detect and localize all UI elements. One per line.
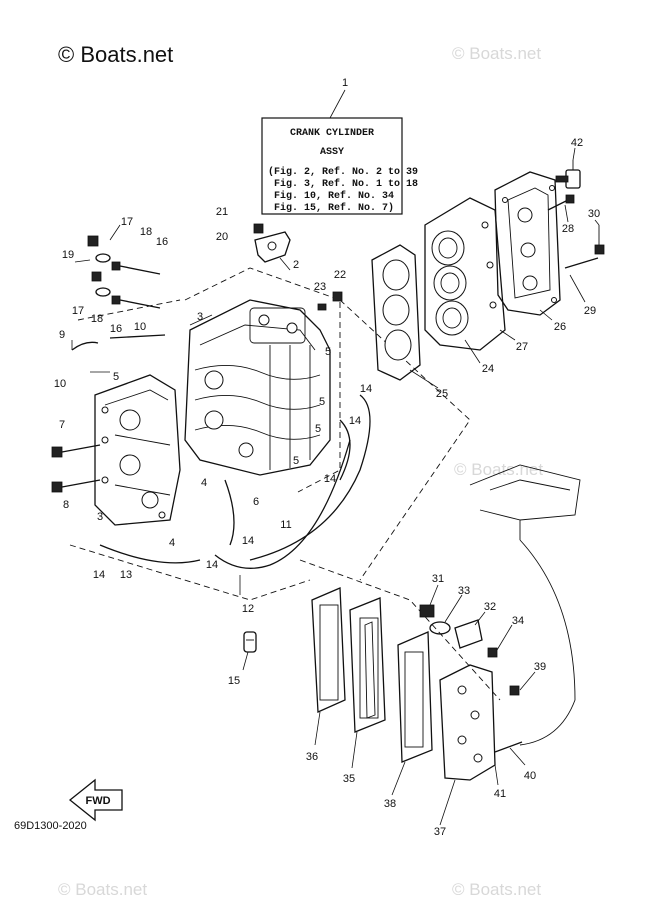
thermostat-parts bbox=[419, 604, 520, 696]
leader-1 bbox=[329, 89, 346, 119]
exhaust-outer-gasket bbox=[311, 587, 346, 713]
callout-14f: 14 bbox=[206, 559, 218, 571]
watermark-faint-bottom-left: © Boats.net bbox=[58, 880, 148, 899]
callout-10b: 10 bbox=[54, 378, 66, 390]
assembly-dashed-outline bbox=[69, 267, 501, 701]
stud-29 bbox=[564, 257, 599, 269]
leader-lines bbox=[71, 147, 600, 826]
callout-17a: 17 bbox=[121, 216, 133, 228]
callout-17b: 17 bbox=[72, 305, 84, 317]
callout-4b: 4 bbox=[169, 537, 175, 549]
callout-7: 7 bbox=[59, 419, 65, 431]
bolt-28 bbox=[547, 194, 575, 211]
callout-14c: 14 bbox=[349, 415, 361, 427]
callout-15: 15 bbox=[228, 675, 240, 687]
callout-20: 20 bbox=[216, 231, 228, 243]
callout-1: 1 bbox=[342, 77, 348, 89]
callout-36: 36 bbox=[306, 751, 318, 763]
assembly-info-box: CRANK CYLINDER ASSY (Fig. 2, Ref. No. 2 … bbox=[261, 117, 418, 215]
callout-34: 34 bbox=[512, 615, 524, 627]
callout-42: 42 bbox=[571, 137, 583, 149]
infobox-subtitle: ASSY bbox=[320, 147, 344, 158]
callout-14e: 14 bbox=[242, 535, 254, 547]
callout-9: 9 bbox=[59, 329, 65, 341]
head-gasket bbox=[371, 244, 421, 381]
callout-41: 41 bbox=[494, 788, 506, 800]
callout-19: 19 bbox=[62, 249, 74, 261]
callout-18a: 18 bbox=[140, 226, 152, 238]
callout-37: 37 bbox=[434, 826, 446, 838]
callout-2: 2 bbox=[293, 259, 299, 271]
watermark-faint-top-right: © Boats.net bbox=[452, 44, 542, 63]
callout-14b: 14 bbox=[360, 383, 372, 395]
cylinder-head bbox=[424, 197, 506, 351]
bolts-7-8 bbox=[51, 444, 101, 493]
callout-30: 30 bbox=[588, 208, 600, 220]
infobox-line-3: Fig. 10, Ref. No. 34 bbox=[274, 190, 394, 202]
callout-18b: 18 bbox=[91, 313, 103, 325]
exhaust-outer-cover bbox=[439, 664, 496, 781]
crankcase-half bbox=[94, 374, 181, 526]
fwd-label: FWD bbox=[85, 795, 110, 807]
callout-11: 11 bbox=[280, 519, 291, 531]
callout-35: 35 bbox=[343, 773, 355, 785]
head-cover bbox=[494, 171, 561, 316]
cable-40 bbox=[479, 509, 576, 753]
callout-3a: 3 bbox=[197, 311, 203, 323]
callout-5e: 5 bbox=[293, 455, 299, 467]
callout-33: 33 bbox=[458, 585, 470, 597]
callouts: 1 2 3 3 4 4 5 5 5 5 5 6 7 8 9 10 10 11 1… bbox=[54, 77, 600, 838]
callout-14a: 14 bbox=[93, 569, 105, 581]
callout-6: 6 bbox=[253, 496, 259, 508]
callout-10a: 10 bbox=[134, 321, 146, 333]
callout-14d: 14 bbox=[324, 473, 336, 485]
callout-16a: 16 bbox=[156, 236, 168, 248]
bracket-20 bbox=[253, 223, 291, 263]
callout-39: 39 bbox=[534, 661, 546, 673]
callout-27: 27 bbox=[516, 341, 528, 353]
callout-28: 28 bbox=[562, 223, 574, 235]
washer-23 bbox=[317, 303, 327, 311]
callout-26: 26 bbox=[554, 321, 566, 333]
clip-15 bbox=[243, 631, 257, 653]
watermark-faint-bottom-right: © Boats.net bbox=[452, 880, 542, 899]
exhaust-cover-gasket bbox=[397, 631, 433, 763]
callout-24: 24 bbox=[482, 363, 494, 375]
infobox-line-2: Fig. 3, Ref. No. 1 to 18 bbox=[274, 178, 418, 190]
fwd-arrow: FWD bbox=[68, 778, 123, 822]
bolts-left-upper bbox=[87, 235, 161, 309]
cylinder-block bbox=[184, 299, 331, 476]
callout-31: 31 bbox=[432, 573, 444, 585]
callout-5c: 5 bbox=[319, 396, 325, 408]
callout-25: 25 bbox=[436, 388, 448, 400]
callout-5b: 5 bbox=[325, 346, 331, 358]
infobox-title: CRANK CYLINDER bbox=[290, 128, 374, 139]
callout-23: 23 bbox=[314, 281, 326, 293]
nut-22 bbox=[332, 291, 343, 302]
lower-unit-outline bbox=[469, 464, 581, 521]
infobox-line-4: Fig. 15, Ref. No. 7) bbox=[274, 202, 394, 214]
callout-22: 22 bbox=[334, 269, 346, 281]
callout-5a: 5 bbox=[113, 371, 119, 383]
thermo-sender bbox=[555, 160, 581, 189]
callout-13: 13 bbox=[120, 569, 132, 581]
callout-40: 40 bbox=[524, 770, 536, 782]
bolt-30 bbox=[594, 225, 605, 255]
callout-21: 21 bbox=[216, 206, 228, 218]
callout-12: 12 bbox=[242, 603, 254, 615]
callout-3b: 3 bbox=[97, 511, 103, 523]
callout-4a: 4 bbox=[201, 477, 207, 489]
callout-32: 32 bbox=[484, 601, 496, 613]
callout-5d: 5 bbox=[315, 423, 321, 435]
callout-8: 8 bbox=[63, 499, 69, 511]
exhaust-inner-plate bbox=[349, 597, 386, 733]
watermark-main: © Boats.net bbox=[58, 42, 174, 67]
diagram-code: 69D1300-2020 bbox=[14, 820, 87, 832]
callout-29: 29 bbox=[584, 305, 596, 317]
infobox-line-1: (Fig. 2, Ref. No. 2 to 39 bbox=[268, 166, 418, 178]
hoses bbox=[71, 334, 371, 569]
callout-38: 38 bbox=[384, 798, 396, 810]
callout-16b: 16 bbox=[110, 323, 122, 335]
